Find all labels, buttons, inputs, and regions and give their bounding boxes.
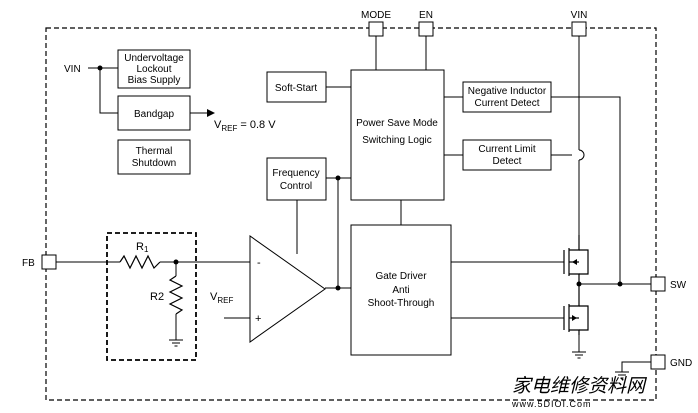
chip-boundary [45, 27, 657, 401]
bandgap-label: Bandgap [134, 109, 174, 120]
low-side-ground-symbol [572, 351, 586, 359]
current-limit-line-1: Current Limit [478, 144, 535, 155]
thermal-line-1: Thermal [136, 146, 173, 157]
svg-text:R1: R1 [136, 241, 149, 254]
current-limit-block: Current Limit Detect [462, 139, 552, 171]
uvlo-line-2: Lockout [136, 64, 171, 75]
pin-gnd: GND [650, 354, 692, 370]
r2-resistor-symbol [168, 275, 184, 315]
pin-sw-label: SW [670, 280, 687, 291]
softstart-label: Soft-Start [275, 83, 317, 94]
r1-resistor-symbol [119, 254, 161, 270]
pin-en: EN [418, 10, 434, 37]
watermark-text: 家电维修资料网 [512, 375, 648, 397]
neg-inductor-block: Negative Inductor Current Detect [462, 81, 552, 113]
neg-inductor-line-2: Current Detect [474, 98, 539, 109]
low-side-mosfet [563, 284, 589, 335]
wires [56, 36, 651, 372]
gnd-pin-ground-symbol [615, 371, 629, 379]
thermal-line-2: Shutdown [132, 158, 176, 169]
pin-sw: SW [650, 276, 687, 292]
watermark-url: www.5DIOI.Com [511, 399, 592, 409]
pin-mode: MODE [361, 10, 391, 37]
high-side-mosfet-arrow [572, 259, 577, 265]
pin-gnd-label: GND [670, 358, 692, 369]
gate-driver-line-3: Shoot-Through [368, 298, 435, 309]
softstart-block: Soft-Start [266, 71, 327, 103]
thermal-block: Thermal Shutdown [117, 139, 191, 175]
current-limit-line-2: Detect [493, 156, 522, 167]
vref-amp-label: VREF [210, 291, 233, 305]
psm-line-2: Switching Logic [362, 135, 431, 146]
high-side-mosfet [563, 235, 589, 284]
uvlo-block: Undervoltage Lockout Bias Supply [117, 49, 191, 89]
psm-line-1: Power Save Mode [356, 118, 438, 129]
neg-inductor-line-1: Negative Inductor [468, 86, 547, 97]
svg-text:VREF = 0.8 V: VREF = 0.8 V [214, 119, 276, 133]
freq-control-line-1: Frequency [272, 168, 319, 179]
feedback-divider-box [106, 232, 197, 361]
error-amplifier: - + [249, 235, 326, 343]
r2-label: R2 [150, 291, 164, 303]
gate-driver-line-2: Anti [392, 285, 409, 296]
freq-control-line-2: Control [280, 181, 312, 192]
vin-left-label: VIN [64, 64, 81, 75]
gate-driver-block: Gate Driver Anti Shoot-Through [350, 224, 452, 356]
amp-plus-label: + [255, 313, 261, 325]
bandgap-block: Bandgap [117, 95, 191, 131]
r1-label: R1 [136, 241, 149, 254]
pin-vin-label: VIN [571, 10, 588, 21]
r2-ground-symbol [169, 339, 183, 347]
psm-block: Power Save Mode Switching Logic [350, 69, 445, 201]
low-side-mosfet-arrow [572, 315, 577, 321]
pin-mode-label: MODE [361, 10, 391, 21]
junctions [97, 65, 623, 291]
uvlo-line-1: Undervoltage [124, 53, 184, 64]
gate-driver-line-1: Gate Driver [375, 271, 427, 282]
uvlo-line-3: Bias Supply [128, 75, 181, 86]
pin-en-label: EN [419, 10, 433, 21]
freq-control-block: Frequency Control [266, 157, 327, 201]
amp-minus-label: - [257, 257, 261, 269]
pin-fb-label: FB [22, 258, 35, 269]
vref-output-label: VREF = 0.8 V [214, 119, 276, 133]
pin-vin: VIN [571, 10, 588, 37]
svg-text:VREF: VREF [210, 291, 233, 305]
pin-fb: FB [22, 254, 57, 270]
